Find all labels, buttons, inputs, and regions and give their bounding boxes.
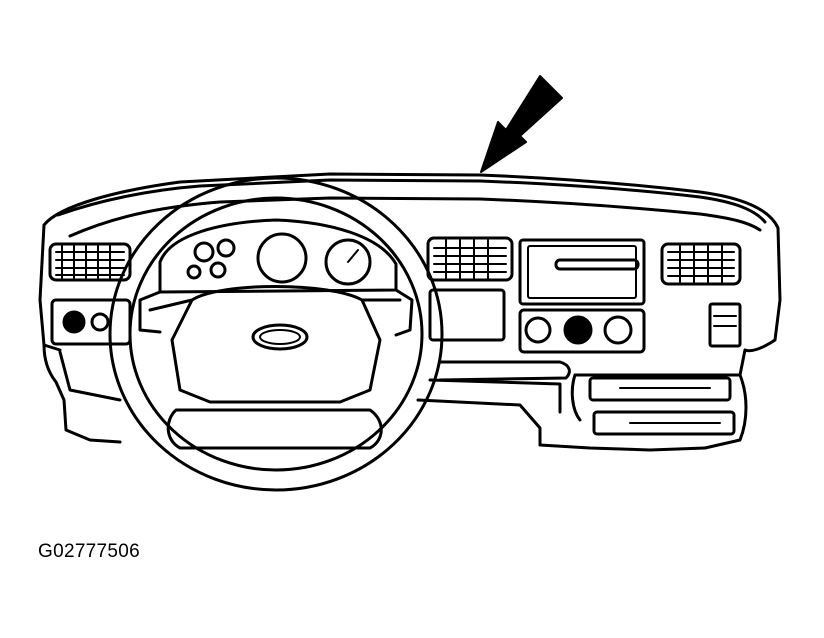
right-air-vent xyxy=(660,242,742,286)
right-switch xyxy=(708,302,742,348)
speedometer xyxy=(324,238,372,286)
radio-unit xyxy=(518,238,646,306)
headlamp-switch-panel xyxy=(50,298,132,346)
pointer-arrow xyxy=(480,75,563,173)
left-air-vent xyxy=(48,242,132,282)
steering-wheel xyxy=(108,176,444,492)
steering-hub xyxy=(148,285,402,450)
ford-emblem xyxy=(251,323,309,351)
climate-controls xyxy=(518,308,646,354)
dashboard-shell xyxy=(38,172,782,452)
instrument-cluster xyxy=(138,218,414,337)
tachometer xyxy=(256,232,308,284)
figure-id-label: G02777506 xyxy=(38,541,141,562)
lower-center-console xyxy=(588,376,736,436)
center-air-vent xyxy=(426,236,514,342)
